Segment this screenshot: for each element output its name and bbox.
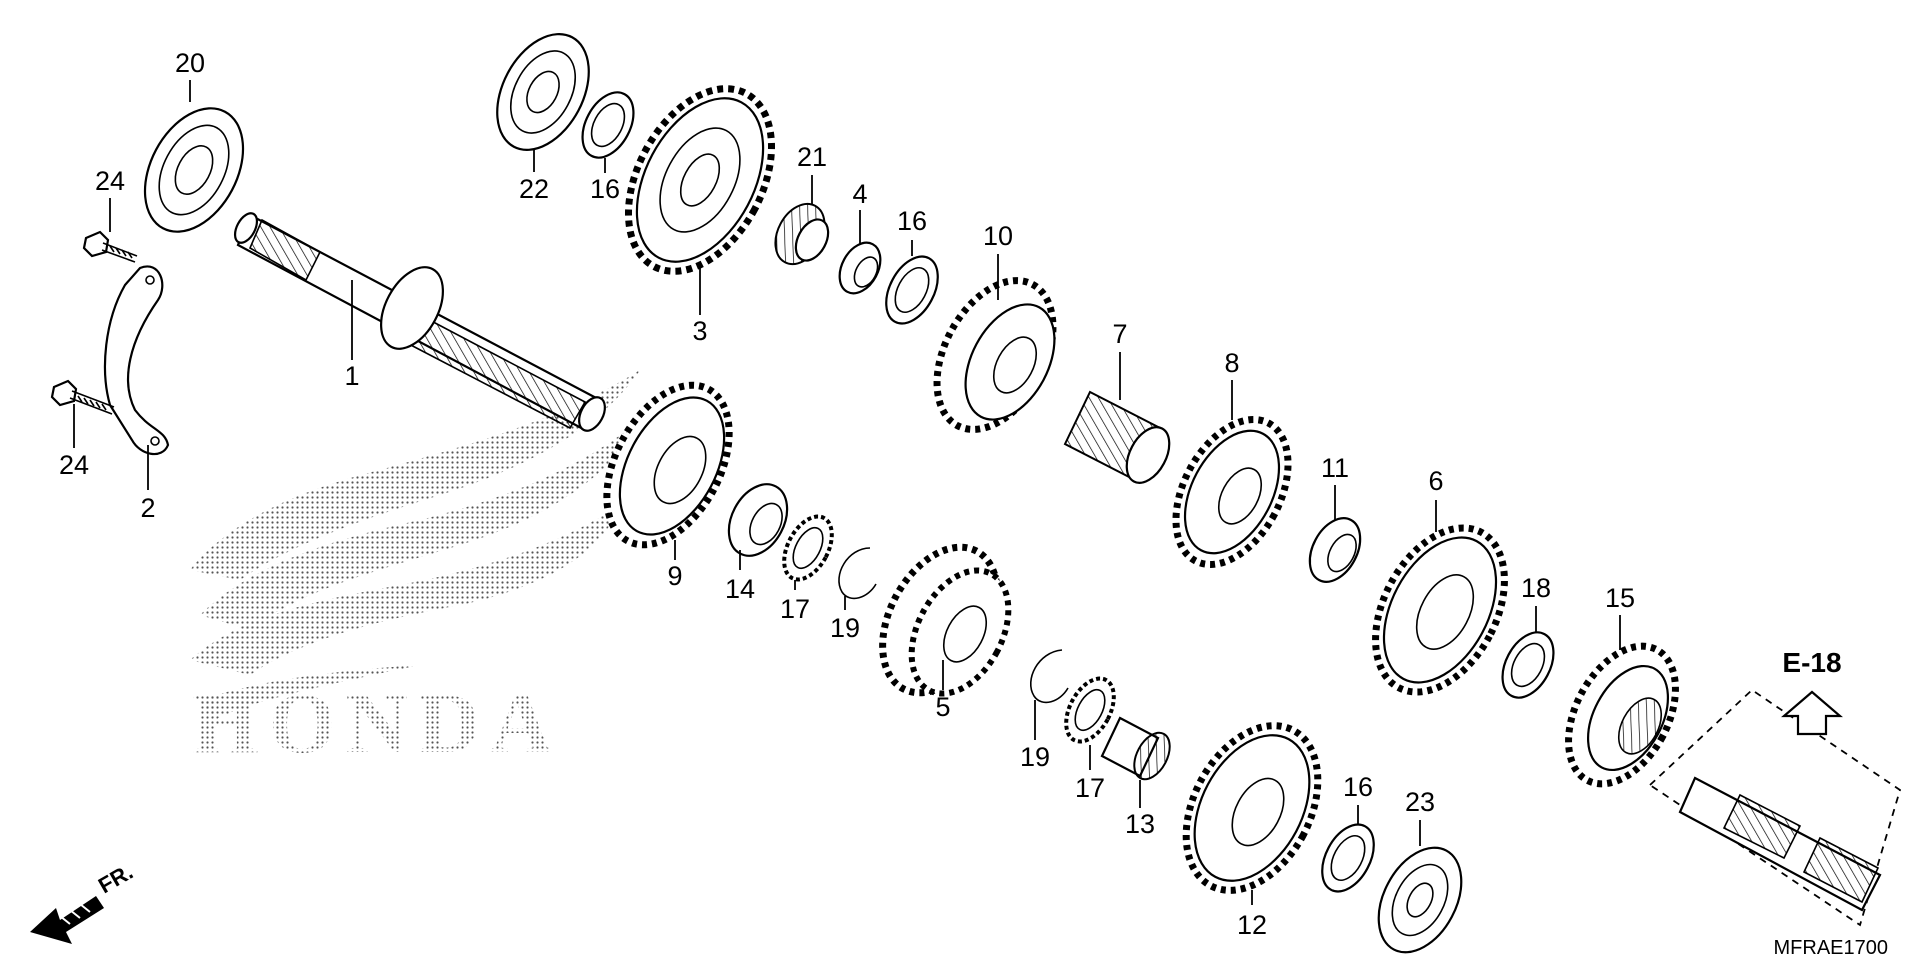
gear-part-6[interactable]	[1349, 506, 1531, 714]
bushing-part-11[interactable]	[1300, 510, 1371, 591]
part-label-10[interactable]: 10	[983, 221, 1013, 251]
circlip-part-19-upper[interactable]	[838, 547, 877, 600]
part-label-24-lower[interactable]: 24	[59, 450, 89, 480]
part-label-12[interactable]: 12	[1237, 910, 1267, 940]
washer-part-16-top[interactable]	[572, 84, 644, 166]
bearing-part-23[interactable]	[1362, 834, 1478, 960]
bracket-part-2[interactable]	[103, 265, 170, 456]
part-label-19-upper[interactable]: 19	[830, 613, 860, 643]
washer-part-16-mid[interactable]	[876, 248, 949, 332]
washer-part-18[interactable]	[1492, 624, 1564, 706]
gear-part-8[interactable]	[1153, 401, 1311, 584]
up-arrow-icon	[1781, 690, 1843, 736]
part-label-24-upper[interactable]: 24	[95, 166, 125, 196]
honda-logo-text: HONDA	[192, 675, 562, 771]
gear-part-15[interactable]	[1547, 628, 1698, 802]
washer-part-16-bottom[interactable]	[1312, 816, 1385, 900]
washer-part-17-upper[interactable]	[774, 509, 841, 588]
part-labels: 1 2 3 4 5 6 7 8 9 10 11 12 13 14 15 16 1…	[59, 48, 1635, 940]
part-label-19-lower[interactable]: 19	[1020, 742, 1050, 772]
honda-wing-logo: HONDA	[190, 370, 640, 771]
bearing-part-22[interactable]	[479, 18, 608, 165]
gear-part-12[interactable]	[1159, 703, 1344, 913]
reference-box-countershaft[interactable]	[1648, 688, 1902, 927]
part-label-20[interactable]: 20	[175, 48, 205, 78]
part-label-9[interactable]: 9	[667, 561, 682, 591]
part-label-15[interactable]: 15	[1605, 583, 1635, 613]
needle-bearing-part-7[interactable]	[1063, 390, 1178, 490]
part-label-11[interactable]: 11	[1321, 453, 1349, 483]
gear-part-10[interactable]	[913, 261, 1076, 449]
part-label-17-lower[interactable]: 17	[1075, 773, 1105, 803]
part-label-3[interactable]: 3	[692, 316, 707, 346]
part-label-16-mid[interactable]: 16	[897, 206, 927, 236]
part-label-22[interactable]: 22	[519, 174, 549, 204]
collar-part-4[interactable]	[831, 236, 888, 301]
part-label-6[interactable]: 6	[1428, 466, 1443, 496]
circlip-part-19-lower[interactable]	[1029, 649, 1069, 704]
part-label-18[interactable]: 18	[1521, 573, 1551, 603]
washer-part-17-lower[interactable]	[1056, 671, 1123, 750]
leader-lines	[73, 80, 1621, 905]
bolt-part-24-upper[interactable]	[82, 230, 138, 263]
part-label-21[interactable]: 21	[797, 142, 827, 172]
part-label-5[interactable]: 5	[935, 692, 950, 722]
part-label-16-top[interactable]: 16	[590, 174, 620, 204]
needle-bearing-part-21[interactable]	[766, 195, 835, 272]
diagram-code: MFRAE1700	[1774, 937, 1889, 959]
part-label-13[interactable]: 13	[1125, 809, 1155, 839]
part-label-8[interactable]: 8	[1224, 348, 1239, 378]
gear-part-9[interactable]	[582, 365, 755, 566]
reference-e18-label[interactable]: E-18	[1782, 647, 1841, 678]
part-label-16-bottom[interactable]: 16	[1343, 772, 1373, 802]
mainshaft-part-1[interactable]	[231, 210, 611, 435]
front-direction-arrow-icon	[30, 896, 104, 944]
part-label-7[interactable]: 7	[1112, 319, 1127, 349]
gear-part-3[interactable]	[599, 64, 801, 295]
bushing-part-13[interactable]	[1100, 716, 1177, 785]
part-label-17-upper[interactable]: 17	[780, 594, 810, 624]
bolt-part-24-lower[interactable]	[50, 379, 115, 415]
front-direction-label: FR.	[94, 859, 137, 898]
part-label-23[interactable]: 23	[1405, 787, 1435, 817]
part-label-2[interactable]: 2	[140, 493, 155, 523]
part-label-1[interactable]: 1	[344, 361, 359, 391]
bearing-part-20[interactable]	[125, 92, 263, 249]
part-label-14[interactable]: 14	[725, 574, 755, 604]
gear-part-5[interactable]	[859, 528, 1028, 713]
part-label-4[interactable]: 4	[852, 179, 867, 209]
